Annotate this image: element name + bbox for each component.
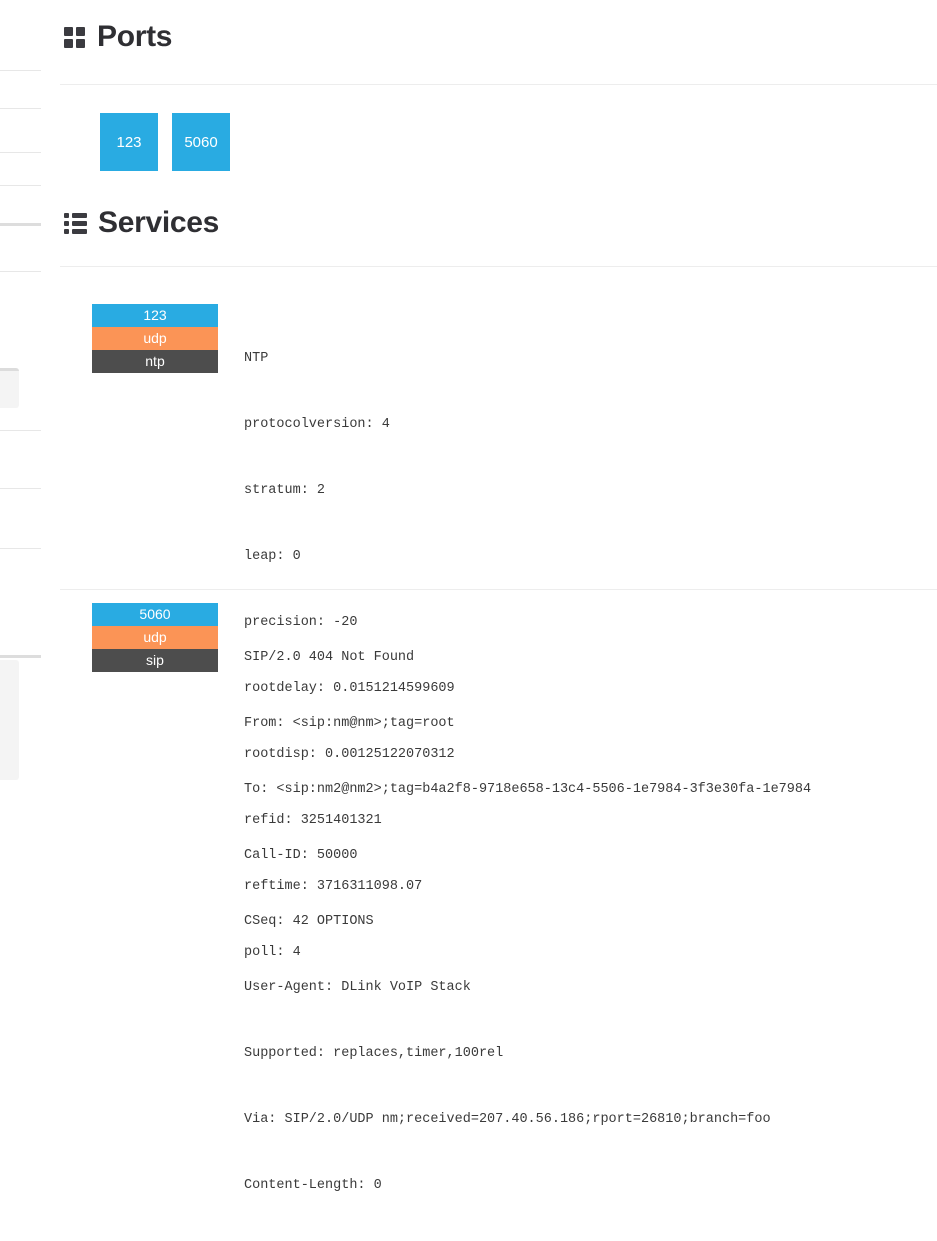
service-detail-line: CSeq: 42 OPTIONS — [244, 914, 374, 929]
service-detail-line: stratum: 2 — [244, 483, 326, 498]
service-name-badge[interactable]: sip — [92, 649, 218, 672]
gutter-divider — [0, 655, 41, 658]
service-detail-line: leap: 0 — [244, 549, 301, 564]
gutter-divider — [0, 271, 41, 272]
grid-icon — [64, 26, 86, 48]
service-detail-line: protocolversion: 4 — [244, 417, 390, 432]
left-gutter — [0, 0, 46, 839]
gutter-panel[interactable] — [0, 368, 19, 408]
service-detail-line: Content-Length: 0 — [244, 1178, 382, 1193]
gutter-divider — [0, 548, 41, 549]
service-name-badge[interactable]: ntp — [92, 350, 218, 373]
services-section-title: Services — [64, 208, 219, 238]
service-details: NTP protocolversion: 4 stratum: 2 leap: … — [244, 304, 455, 1008]
ports-divider — [60, 84, 937, 85]
service-protocol-badge[interactable]: udp — [92, 327, 218, 350]
gutter-divider — [0, 108, 41, 109]
port-tile[interactable]: 5060 — [172, 113, 230, 171]
gutter-divider — [0, 185, 41, 186]
service-detail-line: rootdisp: 0.00125122070312 — [244, 747, 455, 762]
port-tile[interactable]: 123 — [100, 113, 158, 171]
ports-section-title: Ports — [64, 22, 172, 52]
service-protocol-badge[interactable]: udp — [92, 626, 218, 649]
service-detail-line: precision: -20 — [244, 615, 358, 630]
service-entry: 5060 udp sip SIP/2.0 404 Not Found From:… — [60, 603, 811, 1241]
gutter-divider — [0, 223, 41, 226]
service-detail-line: Via: SIP/2.0/UDP nm;received=207.40.56.1… — [244, 1112, 771, 1127]
ports-list: 123 5060 — [100, 113, 230, 171]
gutter-divider — [0, 70, 41, 71]
main-content: Ports 123 5060 Services 123 udp ntp NTP … — [60, 0, 937, 1193]
ports-title-text: Ports — [97, 20, 173, 53]
service-detail-line: From: <sip:nm@nm>;tag=root — [244, 716, 455, 731]
services-title-text: Services — [98, 206, 220, 239]
service-detail-line: To: <sip:nm2@nm2>;tag=b4a2f8-9718e658-13… — [244, 782, 812, 797]
service-badges: 5060 udp sip — [92, 603, 218, 672]
service-entry: 123 udp ntp NTP protocolversion: 4 strat… — [60, 304, 455, 1008]
service-separator — [60, 589, 937, 590]
gutter-divider — [0, 488, 41, 489]
service-detail-line: rootdelay: 0.0151214599609 — [244, 681, 455, 696]
service-detail-line: SIP/2.0 404 Not Found — [244, 650, 415, 665]
service-port-badge[interactable]: 123 — [92, 304, 218, 327]
list-icon — [64, 212, 87, 234]
service-detail-line: NTP — [244, 351, 269, 366]
service-detail-line: Call-ID: 50000 — [244, 848, 358, 863]
service-port-badge[interactable]: 5060 — [92, 603, 218, 626]
gutter-panel[interactable] — [0, 660, 19, 780]
service-detail-line: User-Agent: DLink VoIP Stack — [244, 980, 471, 995]
services-divider — [60, 266, 937, 267]
service-badges: 123 udp ntp — [92, 304, 218, 373]
service-detail-line: refid: 3251401321 — [244, 813, 382, 828]
gutter-divider — [0, 430, 41, 431]
service-details: SIP/2.0 404 Not Found From: <sip:nm@nm>;… — [244, 603, 811, 1241]
gutter-divider — [0, 152, 41, 153]
service-detail-line: Supported: replaces,timer,100rel — [244, 1046, 504, 1061]
